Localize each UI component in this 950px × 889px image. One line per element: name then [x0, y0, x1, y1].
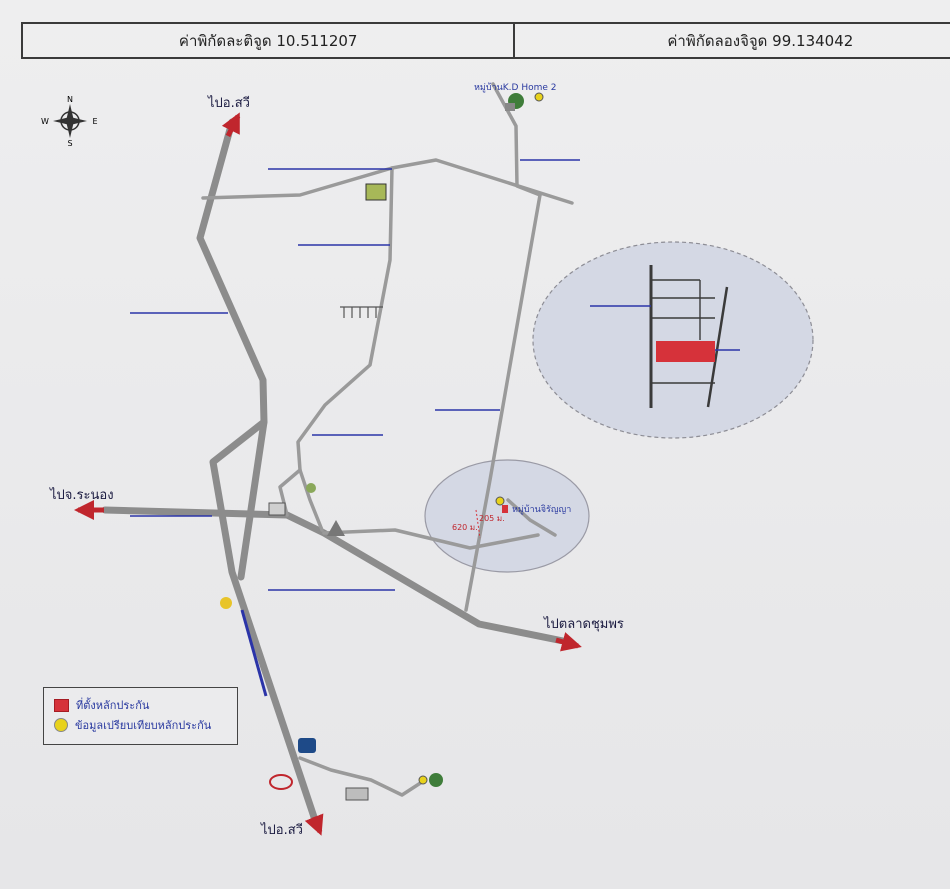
collateral-marker-icon: [502, 505, 508, 513]
legend-collateral-label: ที่ตั้งหลักประกัน: [76, 699, 150, 712]
label-to-talat-chumphon: ไปตลาดชุมพร: [543, 616, 624, 632]
soi-7-4: [506, 498, 557, 537]
legend-comparison-label: ข้อมูลเปรียบเทียบหลักประกัน: [75, 719, 212, 732]
soi-link-a: [298, 468, 324, 532]
school-icon: [268, 502, 286, 516]
legend-comparison-swatch-icon: [54, 718, 68, 732]
secondary-roads: [201, 82, 574, 797]
label-to-sawi-bottom: ไปอ.สวี: [260, 822, 303, 838]
detail-inset: [590, 265, 729, 408]
arrow-north: [221, 112, 241, 138]
road-label-rules: [130, 159, 580, 591]
landmarks: [220, 92, 544, 801]
highway-blue-segment: [240, 609, 268, 697]
shrine-icon: [220, 597, 232, 609]
highway-link: [237, 418, 268, 581]
compass-west: W: [41, 117, 49, 126]
label-to-sawi-top: ไปอ.สวี: [207, 95, 250, 111]
inset-side-road: [706, 286, 729, 408]
market-icon: [365, 183, 387, 201]
kd-home-house-icon: [505, 103, 515, 111]
label-kd-home: หมู่บ้านK.D Home 2: [474, 82, 557, 93]
label-205m: 205 ม.: [479, 514, 505, 523]
inset-collateral-plot: [656, 341, 715, 362]
tree-icon: [306, 483, 316, 493]
south-village-tree-icon: [429, 773, 443, 787]
latitude-cell: ค่าพิกัดละติจูด 10.511207: [23, 24, 516, 57]
compass-east: E: [92, 117, 97, 126]
arrow-east: [555, 632, 582, 652]
detail-zoom-ellipse: [532, 241, 814, 439]
longitude-cell: ค่าพิกัดลองจิจูด 99.134042: [667, 31, 854, 50]
coordinate-header: ค่าพิกัดละติจูด 10.511207 ค่าพิกัดลองจิจ…: [21, 22, 950, 59]
village-zoom-ellipse: [424, 459, 590, 573]
legend-row-comparison: ข้อมูลเปรียบเทียบหลักประกัน: [54, 716, 211, 734]
direction-arrows: [74, 112, 582, 836]
building-block-icon: [340, 306, 383, 318]
compass-south: S: [67, 139, 72, 148]
label-to-ranong: ไปจ.ระนอง: [49, 487, 114, 503]
soi-road-west: [278, 166, 394, 517]
distance-guide-line: [475, 509, 481, 539]
kd-home-marker-icon: [534, 92, 544, 102]
temple-icon: [327, 520, 345, 536]
compass-rose-icon: N S W E: [41, 95, 97, 148]
road-kd-home: [491, 82, 542, 197]
toyota-logo-icon: [269, 774, 293, 790]
south-village-marker-icon: [418, 775, 428, 785]
bank-icon: [298, 738, 316, 753]
soi-3: [322, 528, 540, 550]
legend-row-collateral: ที่ตั้งหลักประกัน: [54, 696, 149, 714]
comparison-marker-icon: [495, 496, 505, 506]
arrow-south: [304, 813, 324, 836]
office-icon: [345, 787, 369, 801]
map-legend: ที่ตั้งหลักประกัน ข้อมูลเปรียบเทียบหลักป…: [43, 687, 238, 745]
road-south-village: [298, 756, 424, 797]
legend-collateral-swatch-icon: [54, 698, 69, 712]
label-620m: 620 ม.: [452, 523, 478, 532]
compass-north: N: [67, 95, 73, 104]
label-charoenya: หมู่บ้านจิรัญญา: [512, 504, 571, 515]
